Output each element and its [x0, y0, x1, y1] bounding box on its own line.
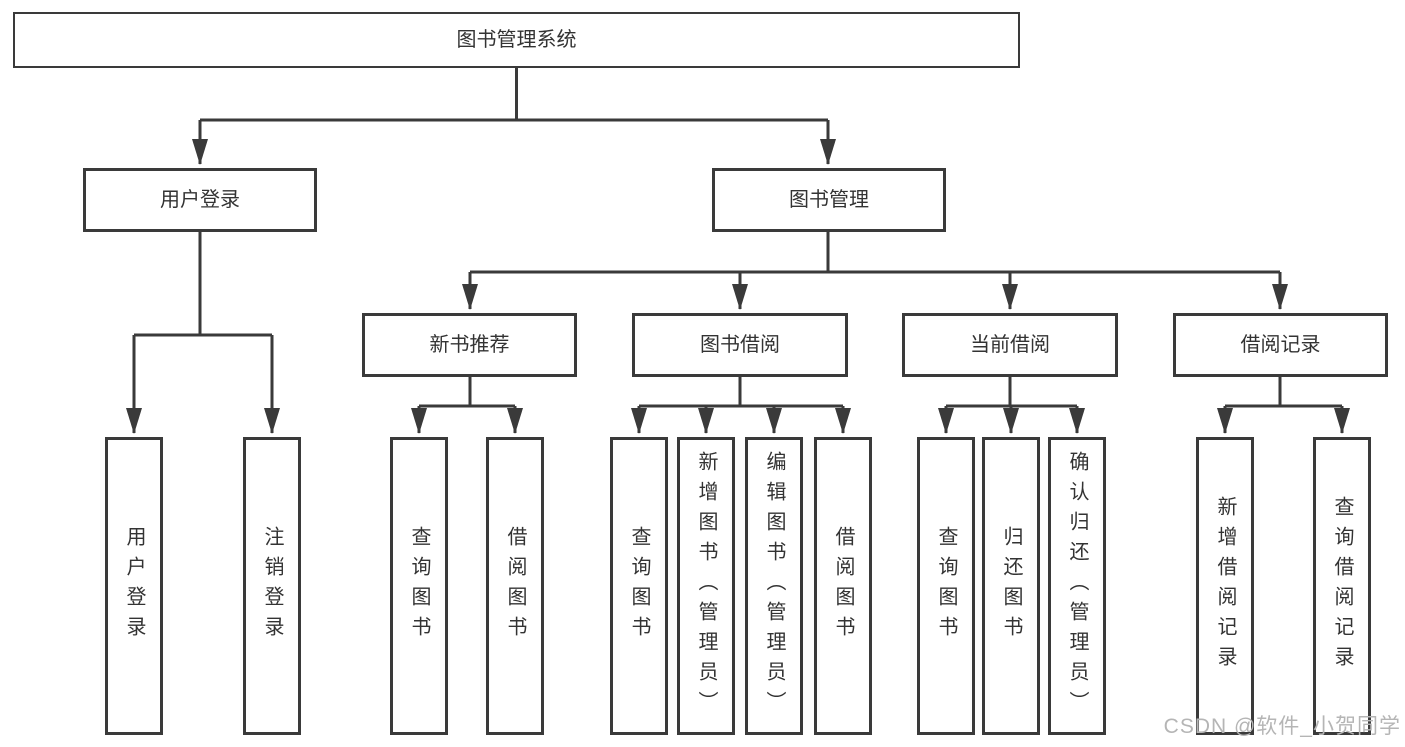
leaf-recommend-borrow-books: 借阅图书 — [486, 437, 544, 735]
leaf-borrow-query-books: 查询图书 — [610, 437, 668, 735]
leaf-logout: 注销登录 — [243, 437, 301, 735]
node-root-system: 图书管理系统 — [13, 12, 1020, 68]
node-book-management: 图书管理 — [712, 168, 946, 232]
leaf-borrow-borrow-books: 借阅图书 — [814, 437, 872, 735]
leaf-records-add-record: 新增借阅记录 — [1196, 437, 1254, 735]
leaf-user-login: 用户登录 — [105, 437, 163, 735]
leaf-records-query-record: 查询借阅记录 — [1313, 437, 1371, 735]
leaf-current-query-books: 查询图书 — [917, 437, 975, 735]
leaf-current-return-books: 归还图书 — [982, 437, 1040, 735]
connector-arrows — [126, 120, 1350, 434]
leaf-current-confirm-return-admin: 确认归还（管理员） — [1048, 437, 1106, 735]
connector-trunks — [134, 68, 1342, 408]
node-user-login: 用户登录 — [83, 168, 317, 232]
node-current-borrow: 当前借阅 — [902, 313, 1118, 377]
leaf-borrow-edit-books-admin: 编辑图书（管理员） — [745, 437, 803, 735]
csdn-watermark: CSDN @软件_小贺同学 — [1163, 715, 1401, 738]
leaf-borrow-add-books-admin: 新增图书（管理员） — [677, 437, 735, 735]
node-borrow-records: 借阅记录 — [1173, 313, 1388, 377]
node-new-book-recommend: 新书推荐 — [362, 313, 577, 377]
leaf-recommend-query-books: 查询图书 — [390, 437, 448, 735]
node-book-borrow: 图书借阅 — [632, 313, 848, 377]
